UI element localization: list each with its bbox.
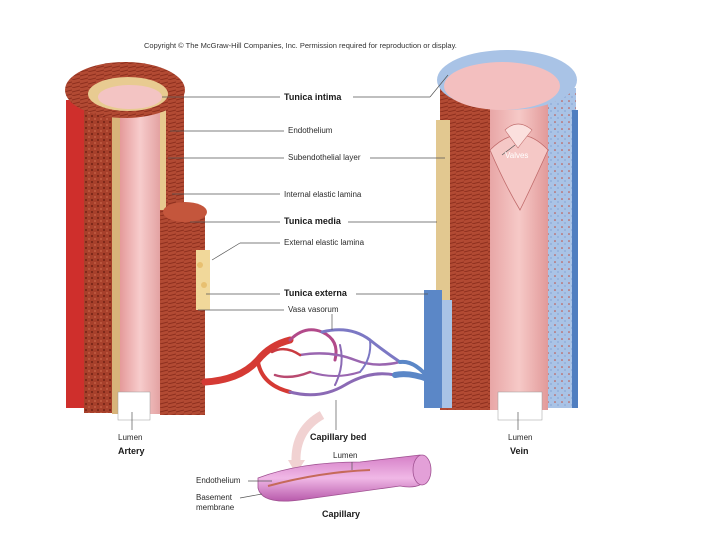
label-tunica-media: Tunica media [284,216,341,226]
label-valves: Valves [505,151,529,160]
label-artery: Artery [118,446,145,456]
label-basement-membrane-line1: Basement [196,493,233,502]
label-external-elastic-lamina: External elastic lamina [284,238,365,247]
label-lumen-capillary: Lumen [333,451,358,460]
label-vasa-vasorum: Vasa vasorum [288,305,339,314]
label-subendothelial-layer: Subendothelial layer [288,153,361,162]
capillary-arrow [291,411,325,463]
leader-lines [131,74,519,499]
copyright-notice: Copyright © The McGraw-Hill Companies, I… [144,41,457,50]
label-endothelium: Endothelium [288,126,333,135]
label-capillary: Capillary [322,509,361,519]
label-tunica-intima: Tunica intima [284,92,342,102]
capillary-bed-illustration [201,328,433,397]
capillary-illustration [257,454,432,502]
vein-illustration [424,50,578,421]
artery-illustration [65,62,210,421]
label-capillary-bed: Capillary bed [310,432,367,442]
label-basement-membrane-line2: membrane [196,503,235,512]
label-lumen-artery: Lumen [118,433,143,442]
label-vein: Vein [510,446,529,456]
label-endothelium-capillary: Endothelium [196,476,241,485]
label-internal-elastic-lamina: Internal elastic lamina [284,190,362,199]
label-lumen-vein: Lumen [508,433,533,442]
label-tunica-externa: Tunica externa [284,288,347,298]
